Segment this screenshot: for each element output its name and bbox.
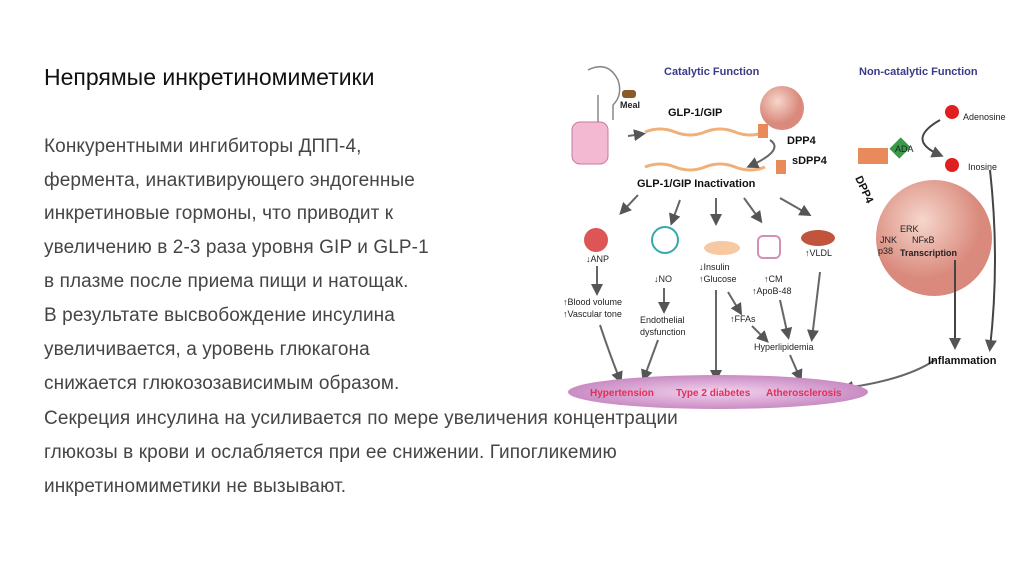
liver-icon — [801, 230, 835, 246]
pancreas-icon — [704, 241, 740, 255]
vldl-label: ↑VLDL — [805, 248, 832, 258]
dpp4-membrane-icon — [858, 148, 888, 164]
adenosine-molecule-icon — [945, 105, 959, 119]
endothelial-label: Endothelial — [640, 315, 685, 325]
body-line: В результате высвобождение инсулина — [44, 305, 395, 326]
jnk-label: JNK — [880, 235, 897, 245]
anp-label: ↓ANP — [586, 254, 609, 264]
insulin-label: ↓Insulin — [699, 262, 730, 272]
human-silhouette-icon — [571, 65, 621, 165]
burger-icon — [622, 90, 636, 98]
sdpp4-label: sDPP4 — [792, 155, 828, 167]
disease-oval — [568, 375, 868, 409]
body-line: снижается глюкозозависимым образом. — [44, 373, 400, 394]
body-line: Конкурентными ингибиторы ДПП-4, — [44, 136, 362, 157]
body-line: Секреция инсулина на усиливается по мере… — [44, 408, 678, 429]
cm-label: ↑CM — [764, 274, 783, 284]
body-line: увеличению в 2-3 раза уровня GIP и GLP-1 — [44, 237, 429, 258]
catalytic-header: Catalytic Function — [664, 66, 760, 78]
body-line: инкретиновые гормоны, что приводит к — [44, 203, 394, 224]
glucose-label: ↑Glucose — [699, 274, 737, 284]
dpp4-membrane-label: DPP4 — [852, 174, 875, 206]
nfkb-label: NFκB — [912, 235, 935, 245]
ada-icon — [889, 137, 911, 159]
inosine-label: Inosine — [968, 162, 997, 172]
ada-label: ADA — [895, 144, 914, 154]
body-line: увеличивается, а уровень глюкагона — [44, 339, 370, 360]
ffas-label: ↑FFAs — [730, 314, 756, 324]
sdpp4-icon — [776, 160, 786, 174]
body-line: фермента, инактивирующего эндогенные — [44, 170, 415, 191]
hypertension-label: Hypertension — [590, 388, 654, 399]
apob-label: ↑ApoB-48 — [752, 286, 792, 296]
inflammation-label: Inflammation — [928, 355, 997, 367]
glp-label: GLP-1/GIP — [668, 107, 722, 119]
p38-label: p38 — [878, 246, 893, 256]
body-line: инкретиномиметики не вызывают. — [44, 476, 347, 497]
noncatalytic-header: Non-catalytic Function — [859, 66, 978, 78]
dpp4-label: DPP4 — [787, 135, 817, 147]
inactivation-label: GLP-1/GIP Inactivation — [637, 178, 756, 190]
large-cell-icon — [876, 180, 992, 296]
adenosine-label: Adenosine — [963, 112, 1006, 122]
body-line: глюкозы в крови и ослабляется при ее сни… — [44, 442, 617, 463]
cell-icon — [760, 86, 804, 130]
dpp4-receptor-icon — [758, 124, 768, 138]
no-label: ↓NO — [654, 274, 672, 284]
peptide-chain — [644, 127, 766, 137]
hyperlipidemia-label: Hyperlipidemia — [754, 342, 814, 352]
type2-diabetes-label: Type 2 diabetes — [676, 388, 751, 399]
meal-label: Meal — [620, 100, 640, 110]
heart-icon — [584, 228, 608, 252]
slide-title: Непрямые инкретиномиметики — [44, 64, 375, 90]
vessel-icon — [651, 226, 679, 254]
dysfunction-label: dysfunction — [640, 327, 686, 337]
erk-label: ERK — [900, 224, 919, 234]
atherosclerosis-label: Atherosclerosis — [766, 388, 842, 399]
cleaved-peptide-chain — [644, 162, 766, 172]
inosine-molecule-icon — [945, 158, 959, 172]
vascular-tone-label: ↑Vascular tone — [563, 309, 622, 319]
blood-volume-label: ↑Blood volume — [563, 297, 622, 307]
body-line: в плазме после приема пищи и натощак. — [44, 271, 409, 292]
intestine-icon — [757, 235, 781, 259]
transcription-label: Transcription — [900, 248, 957, 258]
